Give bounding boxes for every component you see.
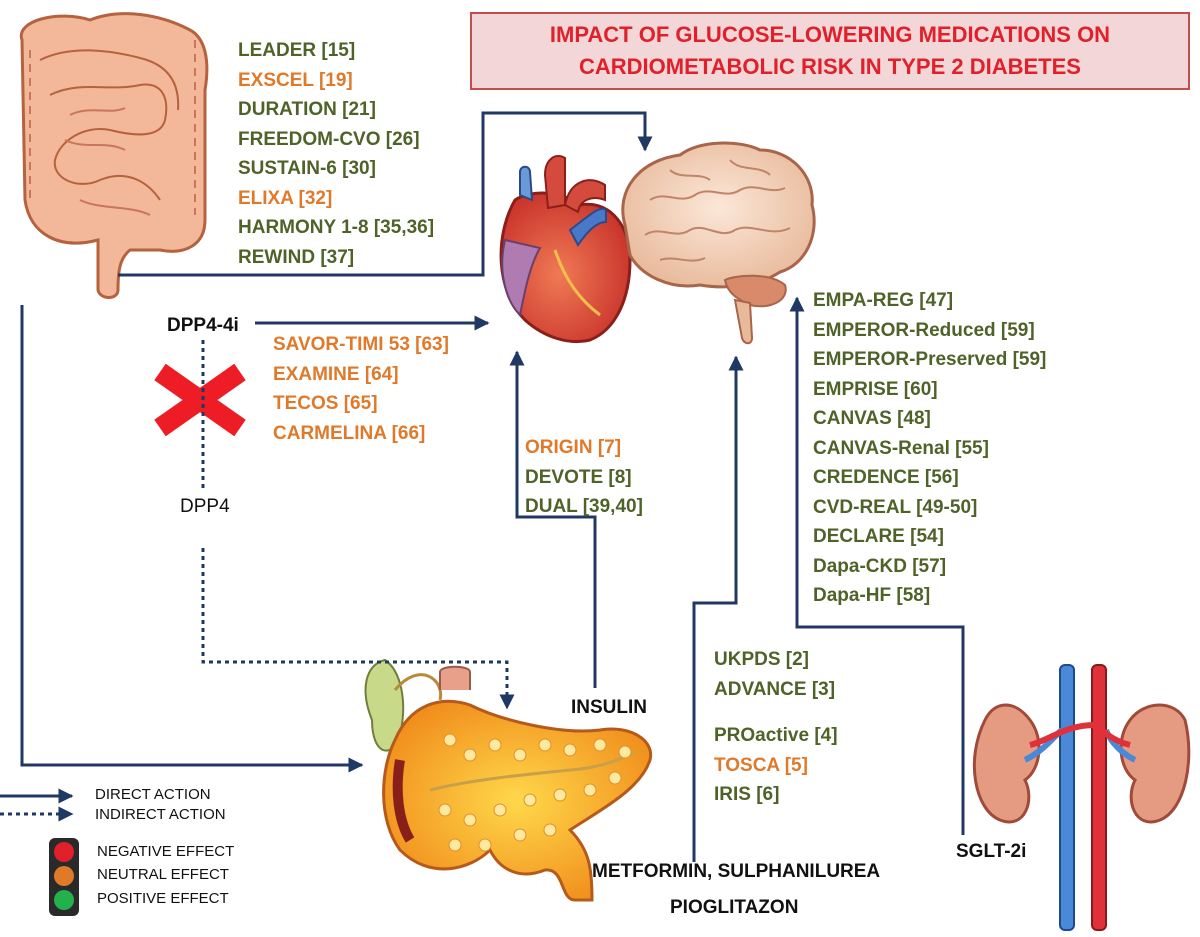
trial-item: EXAMINE [64] [273, 363, 399, 385]
insulin-to-heart-arrow [509, 350, 597, 688]
trial-item: CARMELINA [66] [273, 422, 426, 444]
heart-illustration [499, 155, 632, 344]
legend-negative-dot [54, 842, 74, 862]
trial-item: REWIND [37] [238, 246, 355, 268]
glp1-trial-list: LEADER [15] EXSCEL [19] DURATION [21] FREED… [238, 36, 434, 272]
legend-neutral-label: NEUTRAL EFFECT [97, 866, 229, 883]
trial-item: ORIGIN [7] [525, 437, 622, 458]
oral-drugs-label-line1: METFORMIN, SULPHANILUREA [592, 861, 881, 882]
trial-item: TECOS [65] [273, 393, 378, 414]
oral-trial-list-2: PROactive [4] TOSCA [5] IRIS [6] [714, 721, 838, 810]
trial-item: DEVOTE [8] [525, 466, 632, 488]
intestine-to-pancreas-arrow [20, 305, 364, 773]
legend-neutral-dot [54, 866, 74, 886]
kidney-illustration [972, 664, 1191, 931]
trial-item: DURATION [21] [238, 99, 376, 120]
insulin-trial-list: ORIGIN [7] DEVOTE [8] DUAL [39,40] [525, 433, 643, 522]
trial-item: EMPEROR-Preserved [59] [813, 349, 1047, 370]
trial-item: ELIXA [32] [238, 187, 333, 209]
oral-to-brain-arrow [692, 355, 744, 862]
dpp4-enzyme-label: DPP4 [180, 496, 230, 517]
trial-item: FREEDOM-CVO [26] [238, 128, 420, 150]
insulin-label: INSULIN [571, 697, 647, 718]
dpp4-inhibitor-label: DPP4-4i [167, 315, 239, 336]
trial-item: PROactive [4] [714, 725, 838, 746]
trial-item: EMPEROR-Reduced [59] [813, 319, 1035, 341]
trial-item: DUAL [39,40] [525, 496, 643, 517]
oral-trial-list-1: UKPDS [2] ADVANCE [3] [714, 645, 835, 704]
trial-item: CANVAS [48] [813, 408, 931, 429]
trial-item: CVD-REAL [49-50] [813, 496, 978, 518]
dpp4-indirect-pancreas-arrow [201, 548, 515, 710]
brain-illustration [621, 141, 816, 345]
trial-item: CANVAS-Renal [55] [813, 437, 989, 459]
intestine-illustration [19, 12, 209, 299]
trial-item: SUSTAIN-6 [30] [238, 158, 376, 179]
trial-item: SAVOR-TIMI 53 [63] [273, 334, 449, 355]
sglt2-to-heart-arrow [789, 296, 965, 835]
trial-item: TOSCA [5] [714, 754, 808, 776]
trial-item: UKPDS [2] [714, 649, 810, 670]
trial-item: IRIS [6] [714, 784, 780, 805]
inhibition-x-mark [154, 363, 246, 437]
legend-indirect-label: INDIRECT ACTION [95, 806, 226, 823]
legend-graphics [0, 788, 79, 916]
sglt2-label: SGLT-2i [956, 841, 1027, 862]
sglt2-trial-list: EMPA-REG [47] EMPEROR-Reduced [59] EMPEROR… [813, 286, 1046, 611]
pancreas-illustration [364, 658, 653, 902]
legend-negative-label: NEGATIVE EFFECT [97, 843, 235, 860]
trial-item: ADVANCE [3] [714, 678, 836, 700]
trial-item: EMPA-REG [47] [813, 290, 954, 311]
trial-item: LEADER [15] [238, 40, 356, 61]
glp1-to-brain-arrow [118, 111, 653, 277]
legend-direct-label: DIRECT ACTION [95, 786, 211, 803]
legend-positive-label: POSITIVE EFFECT [97, 890, 229, 907]
legend-positive-dot [54, 890, 74, 910]
trial-item: EXSCEL [19] [238, 69, 353, 91]
oral-drugs-label-line2: PIOGLITAZON [670, 897, 799, 918]
title-box: IMPACT OF GLUCOSE-LOWERING MEDICATIONS O… [470, 12, 1190, 90]
trial-item: Dapa-CKD [57] [813, 555, 947, 577]
dpp4-trial-list: SAVOR-TIMI 53 [63] EXAMINE [64] TECOS [65]… [273, 330, 449, 448]
trial-item: Dapa-HF [58] [813, 585, 931, 606]
trial-item: CREDENCE [56] [813, 467, 959, 488]
trial-item: DECLARE [54] [813, 526, 944, 547]
trial-item: HARMONY 1-8 [35,36] [238, 217, 435, 238]
trial-item: EMPRISE [60] [813, 378, 938, 400]
diagram-title: IMPACT OF GLUCOSE-LOWERING MEDICATIONS O… [549, 22, 1111, 79]
